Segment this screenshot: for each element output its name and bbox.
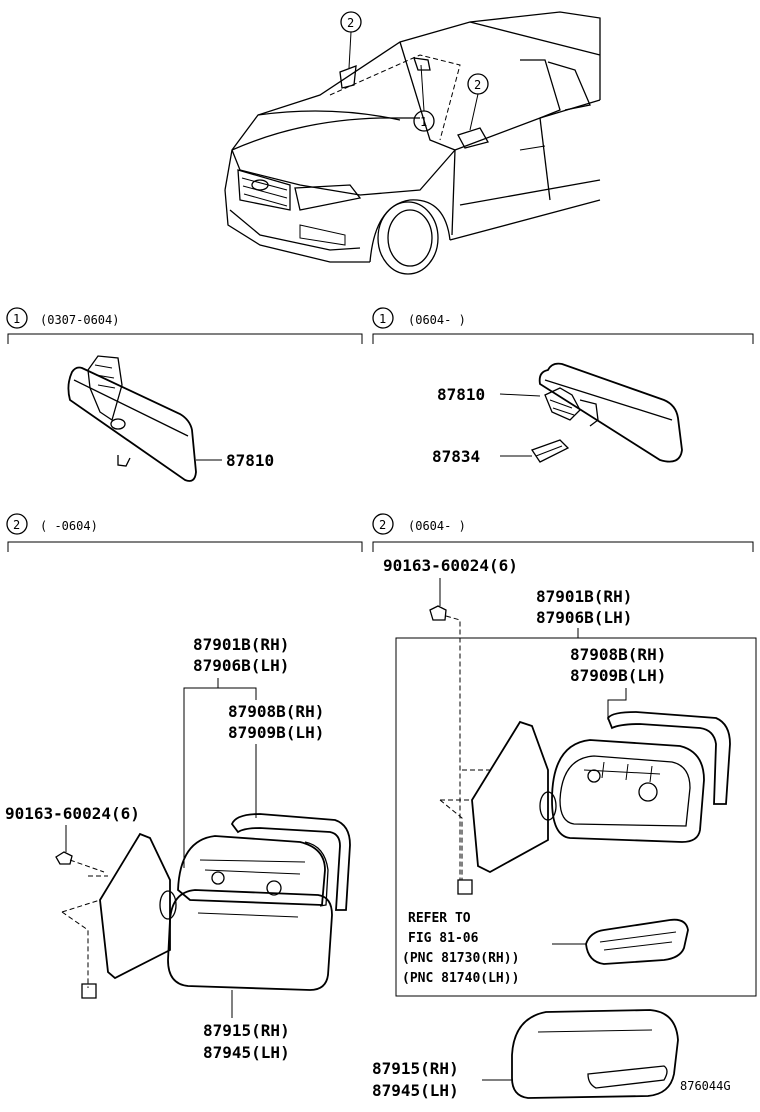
section-range: (0307-0604) (40, 313, 119, 327)
part-87834-label: 87834 (432, 447, 480, 466)
outer-mirror-late-drawing (429, 605, 731, 965)
part-87810-late-label: 87810 (437, 385, 485, 404)
part-90163-late-label: 90163-60024(6) (383, 556, 518, 575)
section-badge: 2 (13, 518, 20, 532)
callout-outer-mirror-left: 2 (347, 16, 354, 30)
car-illustration: 2 1 2 (224, 11, 601, 275)
part-87915-label: 87915(RH) (203, 1021, 290, 1040)
part-87945-label: 87945(LH) (203, 1043, 290, 1062)
assy-frame (395, 637, 757, 997)
refer-text-4: (PNC 81740(LH)) (402, 971, 519, 986)
part-87901B-late-label: 87901B(RH) (536, 587, 632, 606)
refer-text-3: (PNC 81730(RH)) (402, 951, 519, 966)
part-87901B-label: 87901B(RH) (193, 635, 289, 654)
section-badge: 2 (379, 518, 386, 532)
part-87915-late-label: 87915(RH) (372, 1059, 459, 1078)
section-badge: 1 (13, 312, 20, 326)
part-87909B-late-label: 87909B(LH) (570, 666, 666, 685)
section-range: (0604- ) (408, 519, 466, 533)
outer-mirror-early-drawing (55, 813, 351, 1018)
section-range: ( -0604) (40, 519, 98, 533)
outer-cover-late-drawing (482, 1009, 679, 1099)
inner-mirror-early-drawing (67, 355, 222, 482)
section-inner-late: 1 (0604- ) (372, 307, 754, 344)
inner-mirror-late-drawing (499, 362, 683, 463)
part-87906B-late-label: 87906B(LH) (536, 608, 632, 627)
part-87909B-label: 87909B(LH) (228, 723, 324, 742)
callout-outer-mirror-right: 2 (474, 78, 481, 92)
part-87908B-late-label: 87908B(RH) (570, 645, 666, 664)
refer-text-1: REFER TO (408, 911, 471, 926)
section-inner-early: 1 (0307-0604) (6, 307, 363, 344)
section-outer-late: 2 (0604- ) (372, 513, 754, 552)
part-87906B-label: 87906B(LH) (193, 656, 289, 675)
section-badge: 1 (379, 312, 386, 326)
part-87908B-label: 87908B(RH) (228, 702, 324, 721)
part-90163-label: 90163-60024(6) (5, 804, 140, 823)
part-87945-late-label: 87945(LH) (372, 1081, 459, 1100)
callout-inner-mirror: 1 (420, 115, 427, 129)
refer-text-2: FIG 81-06 (408, 931, 479, 946)
section-range: (0604- ) (408, 313, 466, 327)
section-outer-early: 2 ( -0604) (6, 513, 363, 552)
figure-id: 876044G (680, 1079, 731, 1093)
part-87810-label: 87810 (226, 451, 274, 470)
